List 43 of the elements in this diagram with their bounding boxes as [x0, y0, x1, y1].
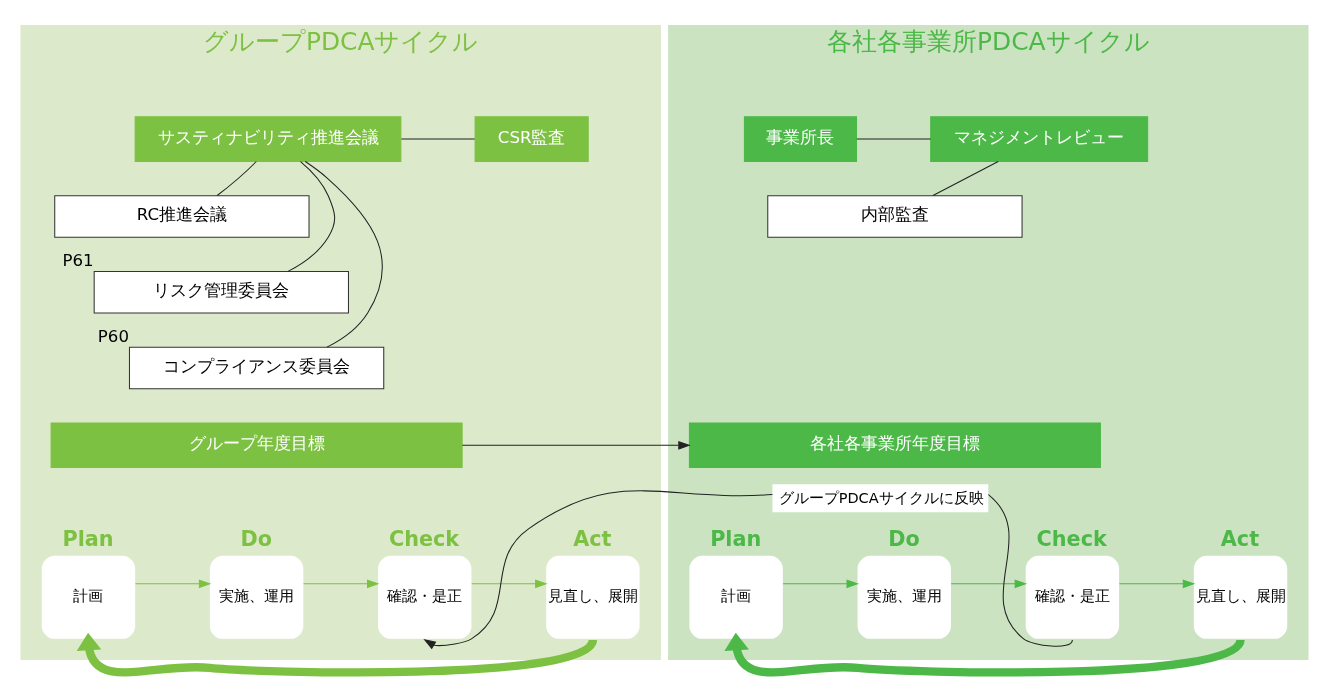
connector	[932, 161, 999, 197]
node-box: CSR監査	[474, 116, 589, 162]
arrow	[461, 440, 691, 450]
node-box: サスティナビリティ推進会議	[134, 116, 402, 162]
arrow	[950, 579, 1028, 589]
arrow	[303, 579, 380, 589]
node-label: Do	[888, 527, 920, 552]
node-box: マネジメントレビュー	[930, 116, 1149, 162]
node-box: グループ年度目標	[50, 422, 463, 469]
node-box: コンプライアンス委員会	[128, 346, 385, 390]
node-label: Check	[1036, 527, 1107, 552]
node-box: 確認・是正	[378, 555, 472, 639]
arrow	[471, 579, 548, 589]
node-label: P60	[97, 326, 129, 346]
node-box: 見直し、展開	[546, 555, 640, 639]
arrow	[76, 632, 597, 677]
node-label: Act	[1220, 527, 1260, 552]
node-box: 計画	[41, 555, 136, 639]
node-box: 内部監査	[767, 195, 1023, 238]
node-box: 計画	[689, 555, 783, 639]
node-box: 各社各事業所年度目標	[688, 422, 1101, 469]
node-label: Plan	[710, 527, 762, 552]
connector	[216, 161, 257, 197]
connector	[287, 161, 336, 272]
node-label: Act	[573, 527, 612, 552]
node-label: Check	[388, 527, 460, 552]
edge-label: グループPDCAサイクルに反映	[778, 489, 984, 506]
node-box: RC推進会議	[54, 195, 310, 238]
node-box: 実施、運用	[209, 555, 304, 639]
node-label: P61	[62, 251, 94, 271]
node-box: 見直し、展開	[1193, 555, 1288, 639]
arrow	[423, 487, 1073, 650]
arrow	[1118, 579, 1196, 589]
node-box: リスク管理委員会	[93, 270, 349, 314]
arrow	[724, 632, 1244, 677]
arrow	[134, 579, 212, 589]
node-label: Do	[240, 527, 273, 552]
node-label: Plan	[62, 527, 114, 552]
node-box: 事業所長	[743, 116, 858, 162]
connector	[304, 160, 383, 348]
arrow	[782, 579, 859, 589]
node-box: 実施、運用	[857, 555, 951, 639]
node-box: 確認・是正	[1025, 555, 1120, 639]
